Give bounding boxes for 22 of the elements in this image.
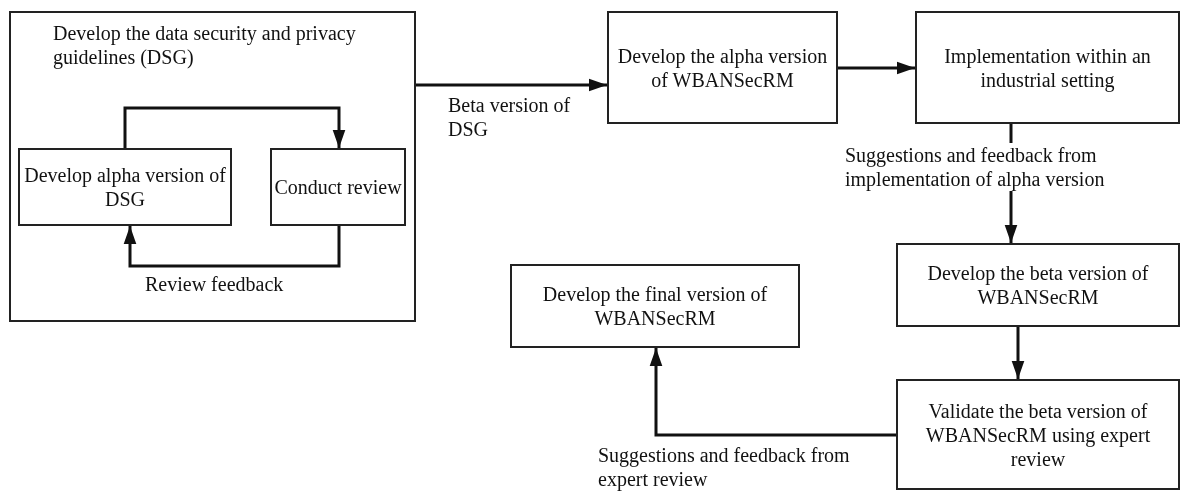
process-box [896, 243, 1180, 327]
box-text: Develop the final version of WBANSecRM [541, 282, 769, 330]
process-box [18, 148, 232, 226]
arrow [416, 78, 607, 92]
box-text: Implementation within an industrial setting [943, 43, 1152, 92]
process-box [896, 379, 1180, 490]
box-text: Validate the beta version of WBANSecRM using expert review [924, 398, 1152, 471]
box-text: Conduct review [274, 175, 402, 199]
group-heading: Develop the data security and privacy guidelines (DSG) [53, 21, 357, 69]
box-text: Develop the beta version of WBANSecRM [926, 261, 1150, 309]
process-box [270, 148, 406, 226]
process-box [607, 11, 838, 124]
box-text: Develop the alpha version of WBANSecRM [616, 43, 829, 92]
arrow [123, 226, 341, 268]
arrow [838, 61, 915, 75]
process-box [9, 11, 416, 322]
arrow [123, 106, 346, 148]
box-text: Develop alpha version of DSG [23, 163, 227, 211]
process-box [510, 264, 800, 348]
arrow [649, 348, 896, 437]
process-box [915, 11, 1180, 124]
arrow [1011, 327, 1025, 379]
